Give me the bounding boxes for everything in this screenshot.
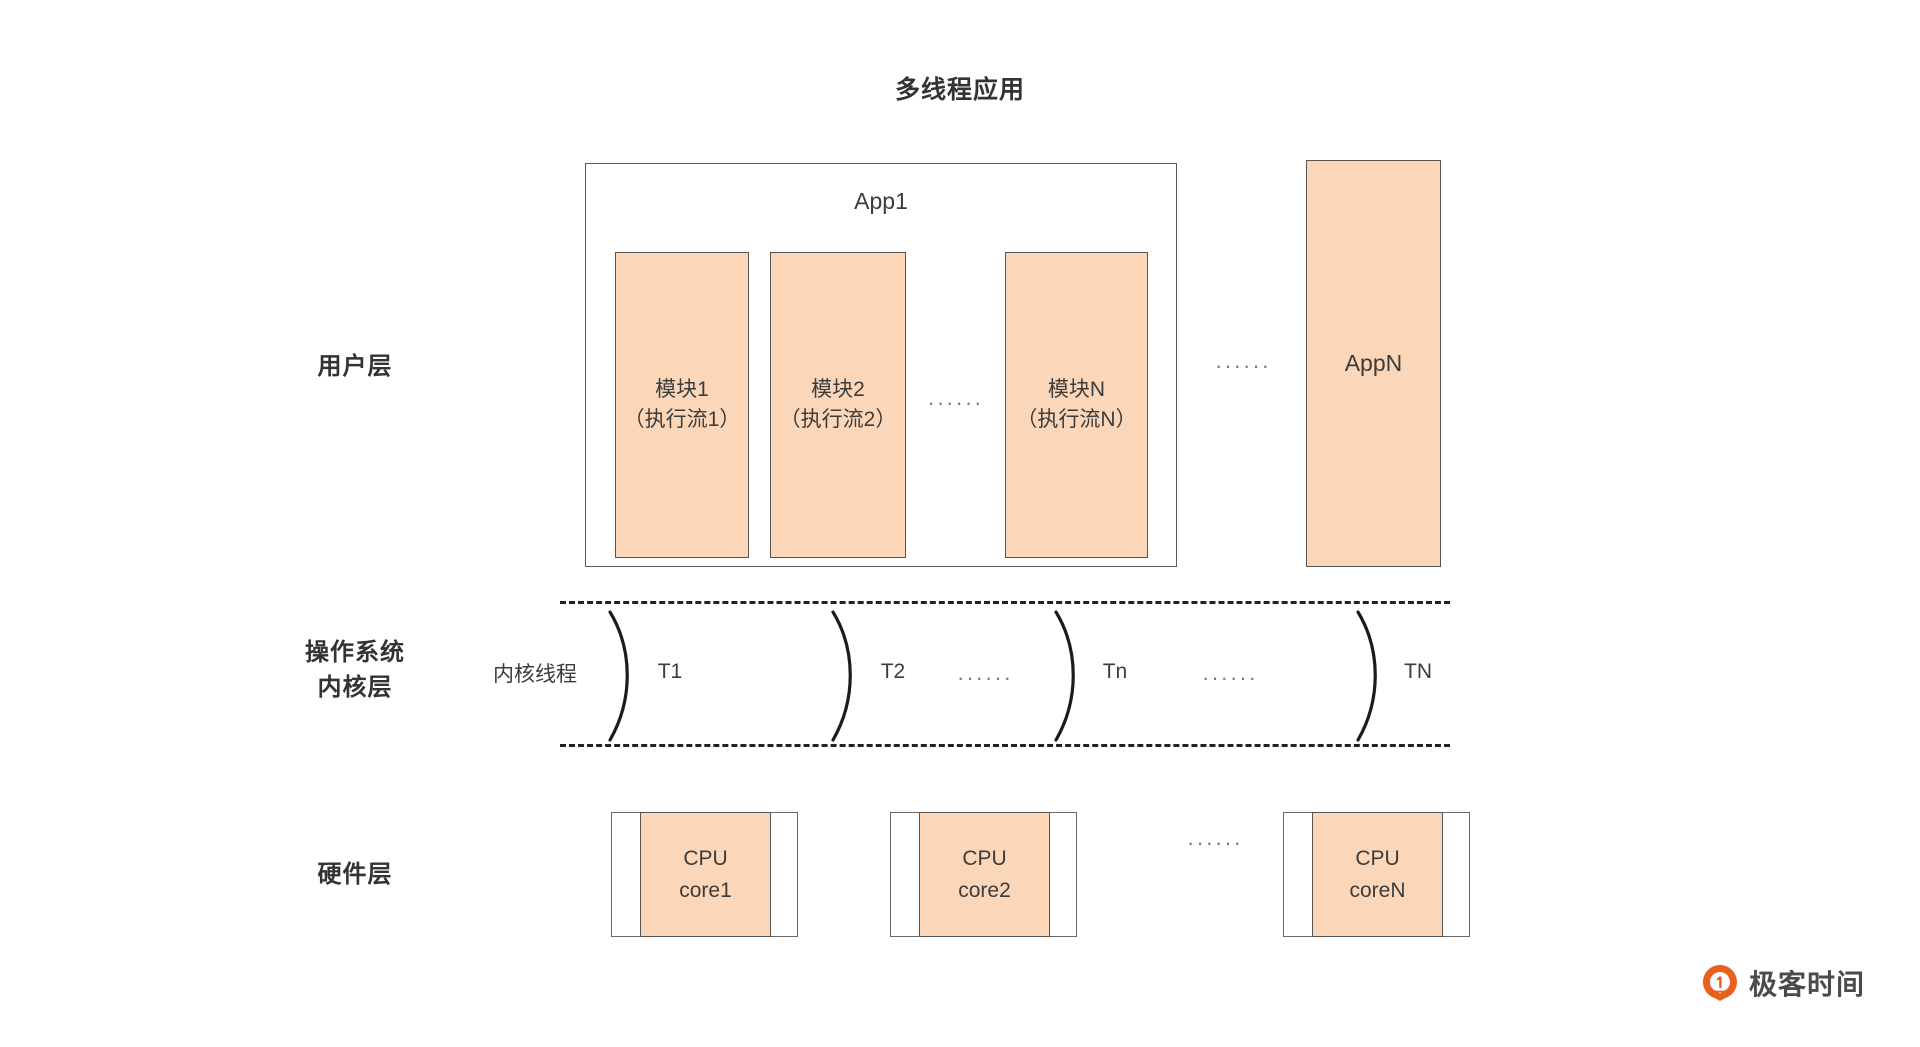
layer-label-kernel-line1: 操作系统 <box>305 639 405 666</box>
ellipsis-kernel-threads-2: ······ <box>1202 665 1258 690</box>
thread-separator-icon-3 <box>1054 610 1075 742</box>
layer-label-kernel-line2: 内核层 <box>317 673 393 701</box>
thread-separator-icon-2 <box>831 610 852 742</box>
appn-block: AppN <box>1306 160 1441 567</box>
cpu-core-2-line2: core2 <box>958 878 1011 902</box>
kernel-boundary-bottom <box>560 744 1450 747</box>
cpu-core-n-line2: coreN <box>1349 878 1406 902</box>
module-block-n-flow: （执行流N） <box>1016 408 1137 431</box>
cpu-core-1-line1: CPU <box>683 847 728 870</box>
cpu-chip-n: CPU coreN <box>1283 812 1470 937</box>
cpu-chip-1: CPU core1 <box>611 812 798 937</box>
layer-label-kernel: 操作系统 内核层 <box>225 636 485 706</box>
cpu-core-2-line1: CPU <box>962 847 1007 870</box>
module-block-n: 模块N （执行流N） <box>1005 252 1148 558</box>
cpu-core-1: CPU core1 <box>640 812 771 937</box>
module-block-1-name: 模块1 <box>655 377 709 401</box>
cpu-core-1-line2: core1 <box>679 878 732 902</box>
thread-label-tn-lower: Tn <box>1102 660 1128 683</box>
ellipsis-between-cpus: ······ <box>1187 830 1243 855</box>
page-title: 多线程应用 <box>894 76 1025 104</box>
thread-separator-icon-4 <box>1356 610 1377 742</box>
module-block-1: 模块1 （执行流1） <box>615 252 749 558</box>
layer-label-hardware: 硬件层 <box>317 861 393 888</box>
module-block-1-flow: （执行流1） <box>623 408 741 431</box>
ellipsis-between-apps: ······ <box>1215 353 1271 378</box>
cpu-core-n-line1: CPU <box>1355 847 1400 870</box>
watermark-text: 极客时间 <box>1749 969 1866 1000</box>
module-block-2-flow: （执行流2） <box>779 408 897 431</box>
cpu-chip-2: CPU core2 <box>890 812 1077 937</box>
thread-label-tn-upper: TN <box>1404 660 1432 683</box>
kernel-boundary-top <box>560 601 1450 604</box>
thread-label-t1: T1 <box>657 660 683 683</box>
ellipsis-kernel-threads-1: ······ <box>957 665 1013 690</box>
kernel-thread-row-label: 内核线程 <box>493 663 577 686</box>
module-block-2: 模块2 （执行流2） <box>770 252 906 558</box>
module-block-2-name: 模块2 <box>811 377 865 401</box>
thread-separator-icon-1 <box>608 610 629 742</box>
geektime-logo-icon <box>1703 965 1737 1001</box>
cpu-core-2: CPU core2 <box>919 812 1050 937</box>
cpu-core-n: CPU coreN <box>1312 812 1443 937</box>
app1-title: App1 <box>854 188 908 214</box>
ellipsis-between-modules: ······ <box>927 390 984 415</box>
layer-label-user: 用户层 <box>317 353 393 380</box>
module-block-n-name: 模块N <box>1047 377 1106 401</box>
watermark-logo: 极客时间 <box>1700 963 1865 1003</box>
thread-label-t2: T2 <box>880 660 906 683</box>
